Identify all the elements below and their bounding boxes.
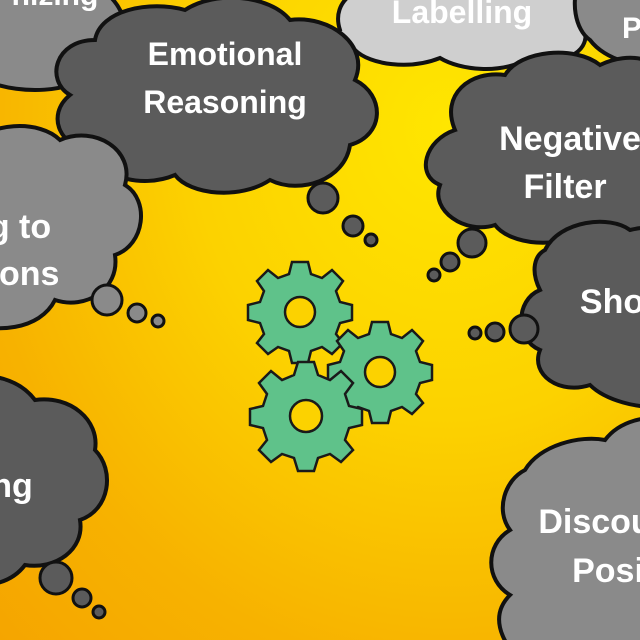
cloud-emotional-reasoning: Emotional Reasoning [54,0,379,195]
thought-bubbles-emotional [306,181,379,248]
cloud-label-top-left: nizing [12,0,99,12]
cloud-label-jumping-2: sions [0,255,59,293]
gear-icon [246,260,354,365]
cloud-negative-filter: Negative Filter [423,50,640,248]
cloud-label-filter: Filter [523,168,606,206]
gear-icon [248,360,364,473]
thought-bubbles-jumping [90,283,166,329]
cloud-label-reasoning: Reasoning [143,84,307,120]
cloud-discounting-positive: Discou Posi [489,417,640,640]
cloud-top-right: P [572,0,640,66]
cloud-label-negative: Negative [499,120,640,158]
thought-bubbles-shoulds [467,313,540,345]
gears-group [246,260,434,473]
cloud-label-emotional: Emotional [148,36,303,72]
thought-bubbles-negative [426,227,488,283]
cloud-shoulds: Sho [519,219,640,408]
cloud-jumping-conclusions: g to sions [0,124,143,331]
cloud-label-shoulds: Sho [580,283,640,321]
cloud-labelling: Labelling [333,0,591,71]
cloud-label-jumping-1: g to [0,208,51,246]
thought-bubbles-left-bottom [38,560,107,620]
cloud-label-discounting: Discou [538,503,640,541]
cloud-label-positive: Posi [572,552,640,590]
cloud-label-labelling: Labelling [392,0,532,30]
gear-icon [326,320,434,425]
cloud-left-bottom: ng [0,376,109,585]
cloud-label-left-bottom: ng [0,467,33,505]
cloud-label-top-right: P [622,12,640,45]
